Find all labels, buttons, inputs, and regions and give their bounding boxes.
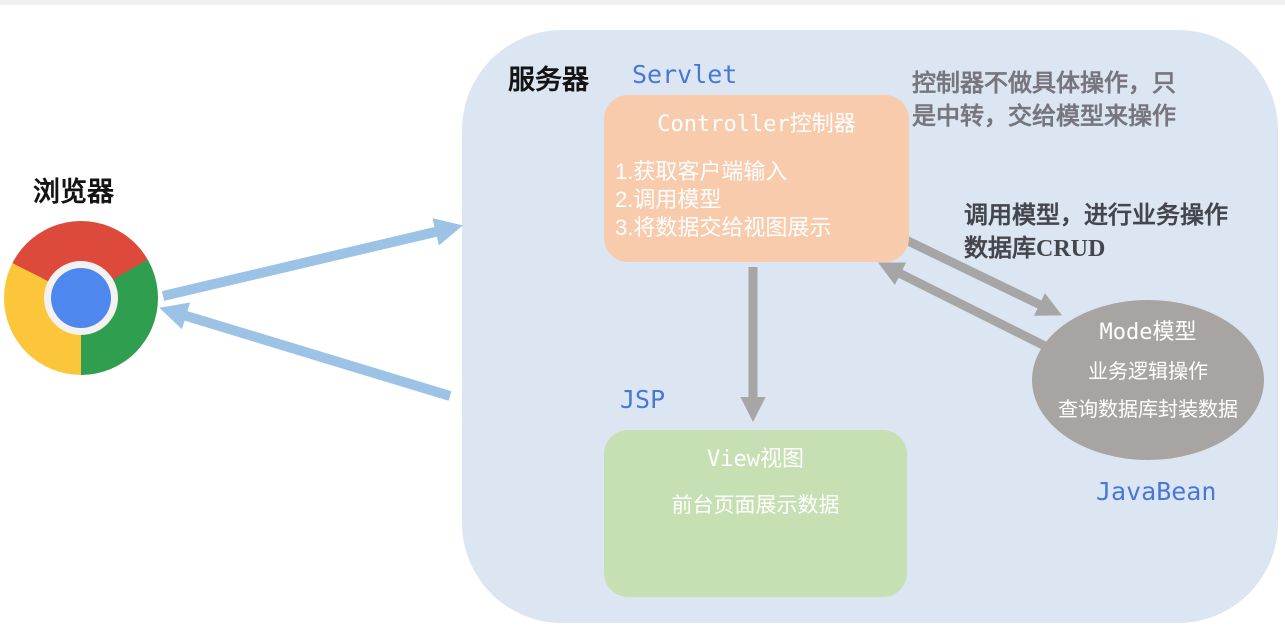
model-call-note-line-1: 调用模型，进行业务操作 (964, 203, 1228, 229)
view-subtitle: 前台页面展示数据 (671, 494, 840, 517)
controller-item-1: 1.获取客户端输入 (615, 159, 788, 184)
model-ellipse: Mode模型 业务逻辑操作 查询数据库封装数据 (1032, 300, 1264, 460)
arrow-server-to-browser (159, 302, 452, 401)
model-title: Mode模型 (1099, 320, 1197, 345)
top-border (0, 0, 1285, 5)
controller-item-3: 3.将数据交给视图展示 (615, 215, 832, 240)
model-call-note-line-2: 数据库CRUD (964, 236, 1106, 262)
controller-note-line-2: 是中转，交给模型来操作 (912, 104, 1176, 130)
view-box: View视图 前台页面展示数据 (604, 430, 907, 597)
controller-box: Controller控制器 1.获取客户端输入 2.调用模型 3.将数据交给视图… (604, 95, 909, 262)
model-line-1: 业务逻辑操作 (1088, 361, 1208, 383)
jsp-label: JSP (620, 385, 666, 414)
servlet-label: Servlet (632, 60, 738, 89)
controller-responsibilities: 1.获取客户端输入 2.调用模型 3.将数据交给视图展示 (604, 158, 909, 242)
server-label: 服务器 (508, 65, 589, 95)
controller-note: 控制器不做具体操作，只 是中转，交给模型来操作 (912, 68, 1176, 134)
controller-item-2: 2.调用模型 (615, 187, 722, 212)
chrome-logo-icon (4, 221, 158, 375)
chrome-logo-core (51, 268, 111, 328)
model-call-note: 调用模型，进行业务操作 数据库CRUD (964, 200, 1228, 266)
arrow-browser-to-server (161, 218, 463, 301)
controller-note-line-1: 控制器不做具体操作，只 (912, 71, 1176, 97)
view-title: View视图 (707, 447, 804, 472)
browser-label: 浏览器 (33, 177, 114, 207)
javabean-label: JavaBean (1096, 477, 1217, 506)
controller-title: Controller控制器 (657, 112, 856, 137)
model-line-2: 查询数据库封装数据 (1058, 399, 1238, 421)
